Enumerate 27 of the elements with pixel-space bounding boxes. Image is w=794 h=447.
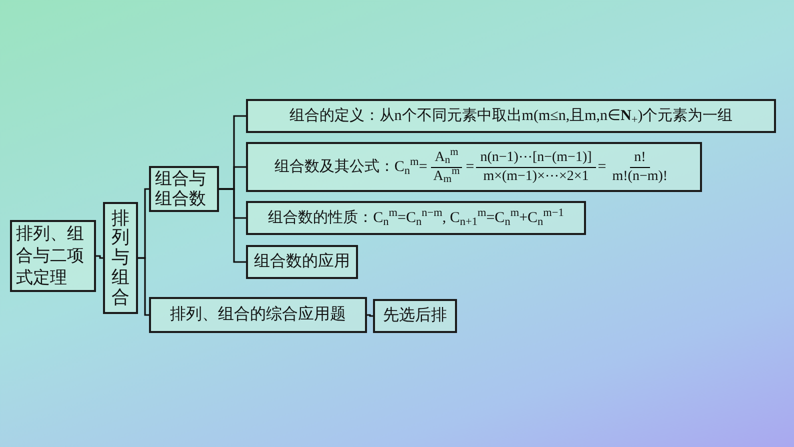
node-text: 排列与组合 (112, 208, 130, 308)
equals-sign: = (598, 158, 606, 177)
connector-line (138, 257, 149, 316)
connector-line (367, 314, 373, 317)
text-box (149, 297, 367, 333)
node-text: 组合数的应用 (254, 252, 350, 272)
node-text: 排列、组合与二项式定理 (16, 223, 85, 289)
equals-sign: = (466, 158, 474, 177)
node-text: 排列、组合的综合应用题 (170, 304, 346, 325)
text-box (246, 142, 702, 192)
text-box (246, 201, 586, 235)
numerator: n(n−1)⋯[n−(m−1)] (476, 148, 596, 168)
text-box (149, 166, 219, 212)
text-box (103, 202, 138, 314)
text-box (246, 245, 358, 279)
node-text: 组合数及其公式：C$_{n}$$^{m}$= (274, 156, 428, 178)
connector-line (96, 255, 103, 259)
denominator: m×(m−1)×⋯×2×1 (482, 168, 590, 186)
text-box (373, 299, 457, 333)
numerator: n! (630, 148, 650, 168)
node-text: 组合的定义：从n个不同元素中取出m(m≤n,且m,n∈N$_{+}$)个元素为一组 (289, 106, 733, 128)
connector-line (219, 188, 246, 263)
text-box (10, 220, 96, 292)
denominator: m!(n−m)! (611, 168, 669, 186)
node-text: 组合与组合数 (155, 169, 207, 209)
text-box (246, 99, 776, 133)
node-text: 先选后排 (383, 306, 447, 326)
